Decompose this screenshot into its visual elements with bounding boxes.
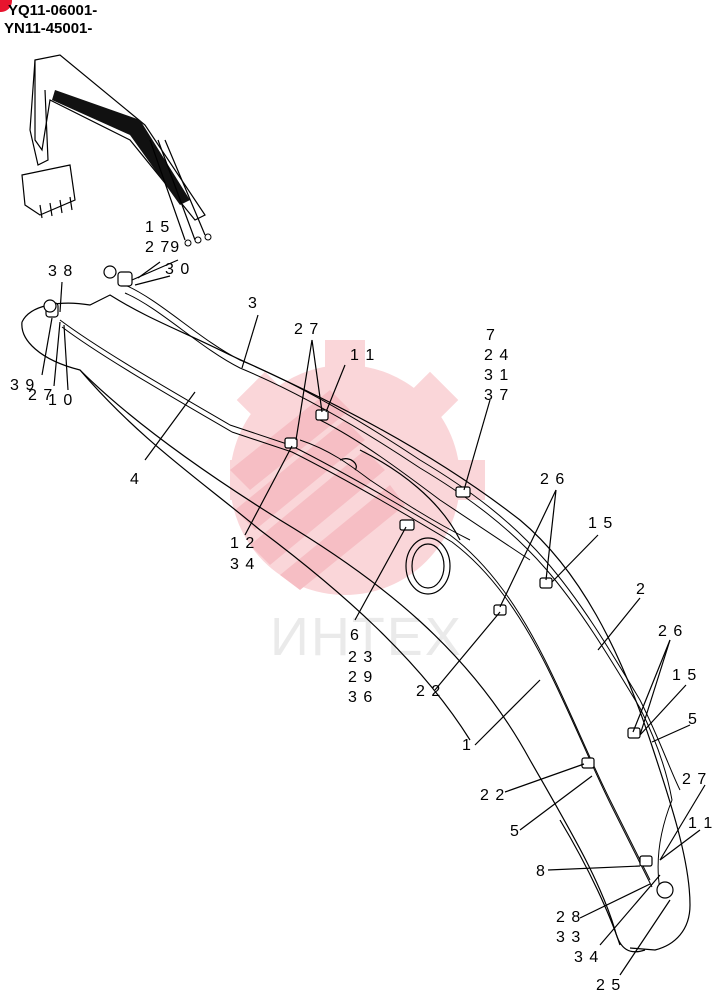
callout-28: 2 8 — [556, 909, 581, 926]
callout-11-mid: 1 1 — [350, 347, 375, 364]
clamp — [455, 486, 471, 498]
clamp-fittings — [43, 265, 674, 899]
callout-5-a: 5 — [688, 711, 698, 728]
callout-27-low: 2 7 — [682, 771, 707, 788]
clamp — [117, 271, 133, 287]
callout-1: 1 — [462, 737, 472, 754]
clamp — [639, 855, 653, 867]
fitting — [103, 265, 117, 279]
fitting — [656, 881, 674, 899]
callout-27-left: 2 7 — [28, 387, 53, 404]
callout-10: 1 0 — [48, 392, 73, 409]
callout-24: 2 4 — [484, 347, 509, 364]
callout-15-top: 1 5 — [145, 219, 170, 236]
callout-25: 2 5 — [596, 977, 621, 994]
callout-34-left: 3 4 — [230, 556, 255, 573]
serial-range-1: YQ11-06001- — [8, 2, 98, 19]
excavator-thumbnail — [21, 54, 212, 247]
callout-38: 3 8 — [48, 263, 73, 280]
callout-279: 2 79 — [145, 239, 180, 256]
callout-22-b: 2 2 — [480, 787, 505, 804]
callout-7: 7 — [486, 327, 496, 344]
serial-range-2: YN11-45001- — [4, 20, 93, 37]
callout-11-low: 1 1 — [688, 815, 713, 832]
callout-6: 6 — [350, 627, 360, 644]
callout-15-a: 1 5 — [588, 515, 613, 532]
fitting — [43, 299, 57, 313]
callout-8: 8 — [536, 863, 546, 880]
callout-5-b: 5 — [510, 823, 520, 840]
callout-34-low: 3 4 — [574, 949, 599, 966]
callout-26-a: 2 6 — [540, 471, 565, 488]
boom-structure — [21, 294, 691, 953]
clamp — [399, 519, 415, 531]
callout-3: 3 — [248, 295, 258, 312]
callout-27-mid: 2 7 — [294, 321, 319, 338]
callout-29: 2 9 — [348, 669, 373, 686]
callout-23: 2 3 — [348, 649, 373, 666]
callout-37: 3 7 — [484, 387, 509, 404]
callout-36: 3 6 — [348, 689, 373, 706]
callout-39: 3 9 — [10, 377, 35, 394]
clamp — [581, 757, 595, 769]
watermark: ИНТЕХ — [230, 340, 485, 667]
callout-22-a: 2 2 — [416, 683, 441, 700]
callout-15-b: 1 5 — [672, 667, 697, 684]
callout-26-b: 2 6 — [658, 623, 683, 640]
callout-2: 2 — [636, 581, 646, 598]
clamp — [493, 604, 507, 616]
leader-lines — [41, 259, 706, 976]
callout-33: 3 3 — [556, 929, 581, 946]
callout-4: 4 — [130, 471, 140, 488]
callout-30: 3 0 — [165, 261, 190, 278]
clamp — [284, 437, 298, 449]
callout-labels: 1 5 2 79 3 0 3 8 3 3 9 2 7 1 0 4 2 7 1 1… — [10, 219, 713, 994]
callout-12: 1 2 — [230, 535, 255, 552]
callout-31: 3 1 — [484, 367, 509, 384]
